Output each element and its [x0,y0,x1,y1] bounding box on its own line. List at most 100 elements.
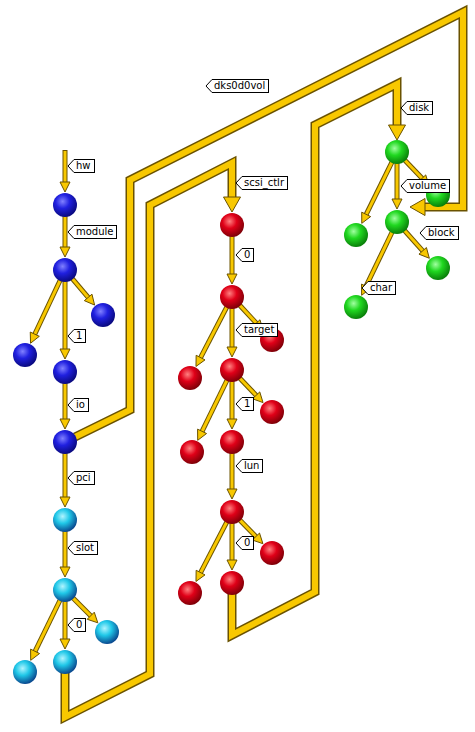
graph-vertex [53,578,77,602]
graph-vertex [220,285,244,309]
arrow-head [389,125,406,140]
arrow-outline [230,452,235,491]
graph-vertex [344,223,368,247]
path-label: dks0d0vol [212,79,269,93]
arrow-outline [63,150,68,185]
arrow-shaft [34,279,61,337]
graph-vertex [220,213,244,237]
arrow-head [60,349,70,359]
arrow-head [31,649,40,660]
arrow-head [227,274,237,284]
link-band-outline [65,163,232,717]
arrow-outline [404,159,424,180]
arrow-head [196,570,205,581]
arrow-outline [34,599,60,653]
arrow-head [84,294,94,305]
arrow-outline [63,215,68,249]
graph-vertex [220,430,244,454]
arrow-outline [230,380,235,421]
path-label: hw [74,159,95,173]
graph-vertex [95,620,119,644]
path-label: io [74,398,89,412]
arrow-head [60,567,70,577]
graph-vertex [180,440,204,464]
arrow-shaft [64,215,67,250]
graph-vertex [178,581,202,605]
arrow-head [60,639,70,649]
path-label: disk [407,101,433,115]
arrow-outline [34,279,61,336]
arrow-outline [72,597,92,617]
graph-vertex [53,650,77,674]
arrow-outline [365,161,392,216]
arrow-shaft [34,599,61,654]
arrow-head [419,248,429,259]
arrow-outline [230,235,235,276]
path-label: 0 [74,618,86,632]
arrow-shaft [64,382,67,422]
graph-vertex [220,358,244,382]
arrow-outline [239,377,258,397]
arrow-head [60,182,70,192]
graph-vertex [91,303,115,327]
graph-vertex [53,430,77,454]
path-label: volume [407,179,450,193]
arrow-head [30,332,39,343]
arrow-outline [63,530,68,569]
arrow-head [196,355,205,366]
path-label: target [242,323,278,337]
arrow-shaft [64,600,67,642]
arrow-outline [63,280,68,351]
path-label: char [368,281,396,295]
graph-vertex [178,366,202,390]
arrow-head [198,429,207,440]
graph-vertex [385,140,409,164]
arrow-head [410,199,425,216]
graph-vertex [426,256,450,280]
arrow-head [87,612,98,623]
arrow-outline [71,278,89,299]
graph-vertex [13,343,37,367]
arrow-shaft [199,521,227,575]
arrow-outline [230,307,235,349]
path-label: scsi_ctlr [242,176,288,190]
graph-vertex [260,400,284,424]
arrow-shaft [404,159,424,180]
path-label: 1 [242,397,254,411]
graph-vertex [385,210,409,234]
link-band-outline [232,84,397,635]
path-label: block [426,226,459,240]
link-band-outline [75,12,463,437]
arrow-head [227,419,237,429]
graph-vertex [260,541,284,565]
arrow-outline [200,521,228,574]
graph-vertex [220,571,244,595]
arrow-head [362,212,371,223]
link-band [232,84,397,635]
arrow-outline [200,306,228,359]
path-label: 0 [242,536,254,550]
path-label: pci [74,471,95,485]
graph-vertex [13,660,37,684]
arrow-shaft [365,161,393,217]
arrow-head [60,497,70,507]
arrow-shaft [231,452,234,492]
arrow-shaft [231,522,234,563]
path-label: 0 [242,248,254,262]
path-label: module [74,225,117,239]
arrow-head [227,489,237,499]
graph-vertex [53,258,77,282]
arrow-head [392,199,402,209]
arrow-shaft [64,280,67,352]
path-label: 1 [74,329,86,343]
graph-vertex [53,360,77,384]
arrow-shaft [231,235,234,277]
arrow-outline [230,522,235,562]
graph-vertex [53,193,77,217]
link-band [65,163,232,717]
arrow-outline [63,382,68,421]
arrow-shaft [64,151,67,186]
arrow-head [224,197,241,212]
